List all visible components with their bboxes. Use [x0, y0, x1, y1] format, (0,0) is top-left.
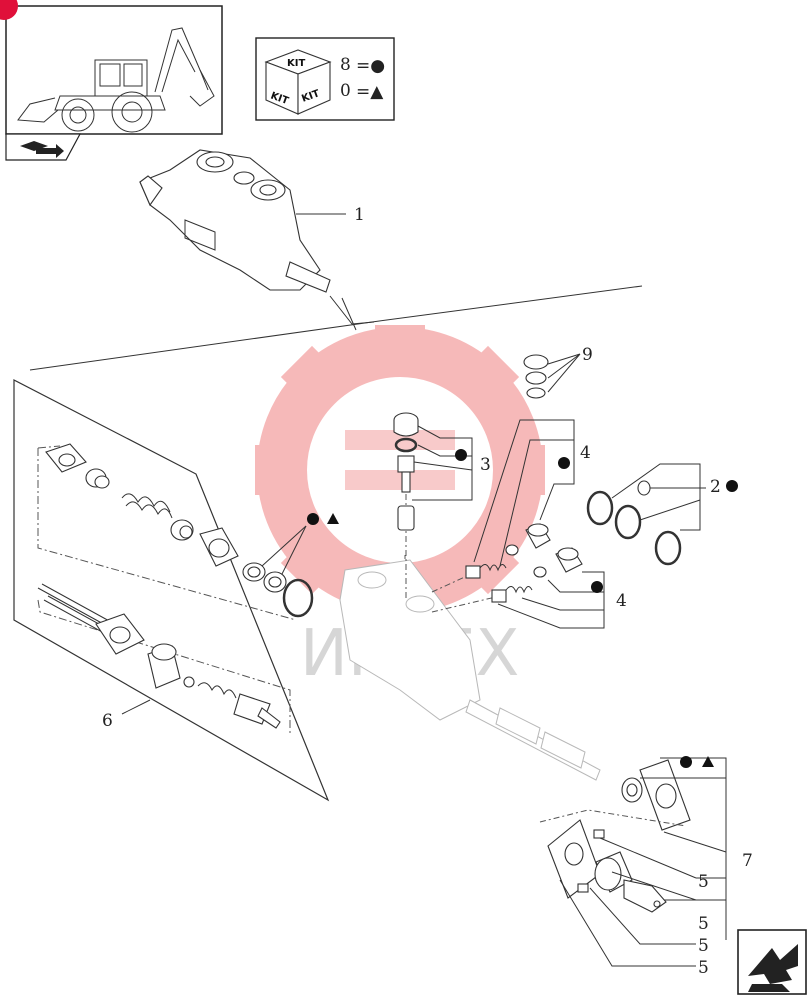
kit-cube-icon: KIT KIT KIT: [264, 49, 332, 115]
callout-5-a: 5: [698, 872, 709, 892]
callout-6: 6: [102, 711, 113, 731]
thumbnail-panel: [5, 5, 223, 161]
kit-dot-icon: [455, 449, 467, 461]
kit-triangle-icon: [702, 756, 714, 767]
callout-2: 2: [710, 477, 721, 497]
kit-dot-icon: [680, 756, 692, 768]
kit-row1-symbol: =●: [356, 56, 385, 76]
kit-row2-number: 0: [340, 81, 351, 101]
page-badge: [0, 0, 18, 20]
callout-4-upper: 4: [580, 443, 591, 463]
kit-row1-number: 8: [340, 55, 351, 75]
callout-7: 7: [742, 851, 753, 871]
kit-dot-icon: [591, 581, 603, 593]
relief-valve-part-3: [393, 412, 473, 531]
callout-9: 9: [582, 345, 593, 365]
backhoe-loader-icon: [17, 27, 215, 133]
check-valve-upper-part-4: [465, 419, 575, 579]
exploded-kit-box-part-6: [13, 379, 330, 802]
callout-3: 3: [480, 455, 491, 475]
kit-dot-icon: [307, 513, 319, 525]
cover-assembly-part-7: [539, 756, 727, 967]
kit-triangle-icon: [327, 513, 339, 524]
callout-5-b: 5: [698, 914, 709, 934]
callout-4-lower: 4: [616, 591, 627, 611]
valve-assembly-part-1: [139, 149, 346, 293]
check-valve-lower-part-4: [491, 547, 605, 629]
kit-row2-symbol: =▲: [356, 82, 384, 102]
callout-1: 1: [354, 205, 365, 225]
kit-dot-icon: [558, 457, 570, 469]
orings-part-9: [523, 353, 581, 399]
ghost-housing: [339, 555, 601, 781]
kit-dot-icon: [726, 480, 738, 492]
callout-5-c: 5: [698, 936, 709, 956]
kit-legend: KIT KIT KIT 8 =● 0 =▲: [255, 37, 395, 121]
kit-label-top: KIT: [287, 58, 305, 69]
orings-part-2: [586, 463, 738, 566]
kit-symbol-group-box: [261, 513, 339, 575]
callout-5-d: 5: [698, 958, 709, 978]
next-page-arrow-icon[interactable]: [737, 929, 807, 995]
book-arrow-icon[interactable]: [20, 141, 64, 158]
